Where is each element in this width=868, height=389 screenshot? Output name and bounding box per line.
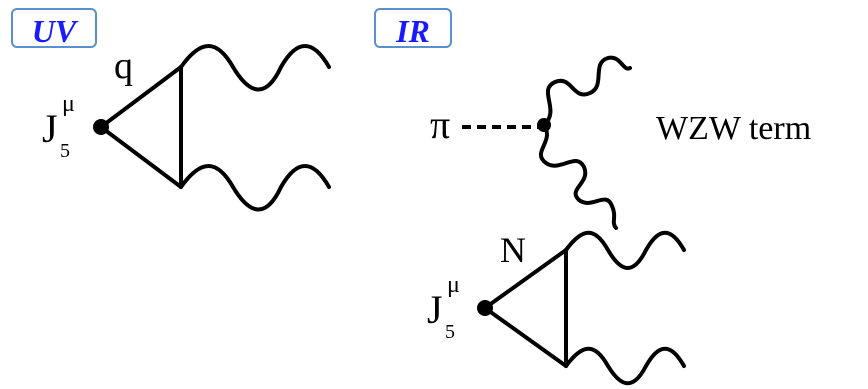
uv-tag-box xyxy=(11,8,97,48)
ir-current-superscript: μ xyxy=(447,272,460,298)
uv-current-base: J xyxy=(42,106,58,151)
ir-nucleon-triangle xyxy=(483,248,568,368)
nucleon-label: N xyxy=(500,230,526,270)
wzw-term-label: WZW term xyxy=(656,110,811,147)
ir-triangle-edge-upper xyxy=(483,248,568,310)
uv-tag: UV xyxy=(11,8,97,49)
ir-tag-box xyxy=(374,8,452,48)
ir-panel: IR π WZW term N J μ 5 xyxy=(374,8,811,386)
wzw-diagram: π WZW term xyxy=(430,55,811,230)
pion-label: π xyxy=(430,102,450,147)
ir-tag: IR xyxy=(374,8,452,49)
uv-panel: UV q J μ 5 xyxy=(11,8,331,212)
ir-tag-label: IR xyxy=(395,13,430,49)
uv-triangle-edge-lower xyxy=(99,125,183,189)
ir-current-vertex xyxy=(477,300,493,316)
ir-current-subscript: 5 xyxy=(445,321,455,343)
uv-quark-triangle xyxy=(99,65,183,189)
uv-photon-lower xyxy=(179,164,331,212)
uv-triangle-edge-upper xyxy=(99,65,183,129)
uv-tag-label: UV xyxy=(32,13,79,49)
uv-photon-upper xyxy=(179,44,331,92)
ir-photon-upper xyxy=(564,230,686,270)
uv-current-superscript: μ xyxy=(62,91,75,117)
ir-current-label: J μ 5 xyxy=(427,272,460,343)
ir-photon-lower xyxy=(564,346,686,386)
uv-current-subscript: 5 xyxy=(60,140,70,162)
uv-current-label: J μ 5 xyxy=(42,91,75,162)
wzw-photon-lower xyxy=(538,123,618,230)
ir-current-base: J xyxy=(427,287,443,332)
wzw-photon-upper xyxy=(542,55,632,127)
uv-current-vertex xyxy=(93,119,109,135)
uv-quark-label: q xyxy=(114,45,133,87)
ir-triangle-edge-lower xyxy=(483,306,568,368)
